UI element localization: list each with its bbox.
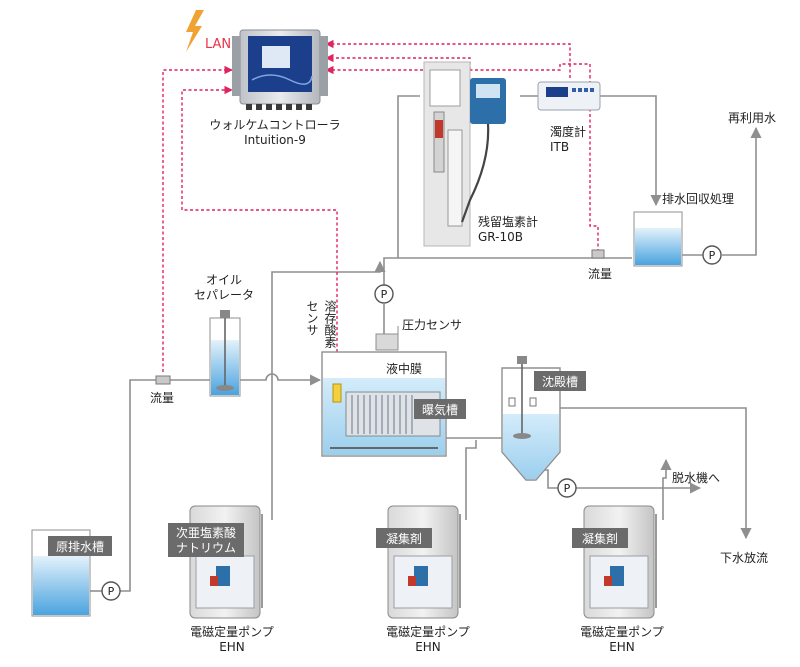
dosing-pump-2: 凝集剤 電磁定量ポンプ EHN — [376, 505, 470, 654]
permeate-pump-symbol: P — [381, 288, 388, 301]
oil-separator-line2: セパレータ — [194, 288, 254, 302]
recovery-pump[interactable]: P — [702, 245, 722, 265]
dosing-pump-1-caption: 電磁定量ポンプ — [190, 624, 274, 639]
signal-do-sensor — [181, 85, 338, 385]
pipe-flocculant-2 — [660, 458, 672, 520]
settling-tank: 沈殿槽 — [501, 356, 586, 481]
pressure-sensor: 圧力センサ — [375, 318, 462, 351]
aeration-tank-tag — [414, 399, 466, 419]
flow-meter-right: 流量 — [588, 249, 612, 281]
raw-water-pump-symbol: P — [108, 585, 115, 598]
controller-model: Intuition-9 — [244, 133, 306, 147]
dosing-pump-2-tag — [376, 528, 432, 548]
raw-water-tank: 原排水槽 — [31, 529, 112, 617]
signal-lines — [162, 39, 599, 385]
settling-pump[interactable]: P — [557, 478, 577, 498]
raw-water-tank-label: 原排水槽 — [56, 540, 104, 554]
permeate-pump[interactable]: P — [374, 284, 394, 304]
turbidity-model: ITB — [550, 140, 569, 154]
dehydrator-label: 脱水機へ — [672, 470, 720, 485]
recovery-label: 排水回収処理 — [662, 192, 734, 206]
settling-pump-symbol: P — [564, 482, 571, 495]
dosing-pump-1-tag-line2: ナトリウム — [176, 541, 236, 555]
chlorine-analyzer: 残留塩素計 GR-10B — [423, 61, 538, 247]
lan-indicator: LAN — [186, 10, 231, 52]
pipe-separator-to-aeration — [238, 373, 322, 386]
raw-water-tank-tag — [48, 536, 112, 556]
lan-label: LAN — [205, 37, 231, 52]
oil-separator-line1: オイル — [206, 273, 242, 287]
pipe-settling-to-sewer — [560, 407, 752, 540]
turbidity-meter: 濁度計 ITB — [537, 81, 601, 154]
dosing-pump-2-model: EHN — [415, 640, 441, 654]
dosing-pump-1-model: EHN — [219, 640, 245, 654]
pipe-permeate — [383, 95, 420, 285]
lightning-icon — [186, 10, 204, 52]
signal-chlorine — [325, 53, 471, 70]
dosing-pump-3-tag — [572, 528, 628, 548]
dosing-pump-3: 凝集剤 電磁定量ポンプ EHN — [572, 505, 664, 654]
signal-flow-right — [589, 78, 599, 252]
signal-itb — [325, 39, 571, 78]
oil-separator: オイル セパレータ — [194, 273, 254, 397]
pressure-sensor-label: 圧力センサ — [402, 318, 462, 332]
dosing-pump-3-tag-line1: 凝集剤 — [582, 531, 618, 546]
signal-flow-right-2 — [325, 63, 591, 78]
recovery-tank — [633, 211, 683, 267]
dosing-pump-1-tag-line1: 次亜塩素酸 — [176, 525, 236, 540]
dosing-pump-3-caption: 電磁定量ポンプ — [580, 624, 664, 639]
recovery-pump-symbol: P — [709, 249, 716, 262]
membrane-label: 液中膜 — [386, 361, 422, 376]
flow-left-label: 流量 — [150, 391, 174, 405]
aeration-tank-label: 曝気槽 — [422, 402, 458, 417]
signal-flow-left — [162, 65, 233, 372]
controller-name: ウォルケムコントローラ — [209, 118, 340, 132]
do-sensor — [332, 383, 342, 403]
do-sensor-col2: センサ — [305, 300, 319, 336]
controller-unit: ウォルケムコントローラ Intuition-9 — [209, 29, 341, 147]
dosing-pump-1: 次亜塩素酸 ナトリウム 電磁定量ポンプ EHN — [168, 505, 274, 654]
pipe-to-reuse — [722, 126, 762, 256]
chlorine-name: 残留塩素計 — [478, 214, 538, 229]
do-sensor-label: 溶存酸素 センサ — [305, 299, 337, 348]
pipe-hypochlorite — [271, 260, 386, 520]
sewer-label: 下水放流 — [720, 550, 768, 565]
chlorine-model: GR-10B — [478, 230, 523, 244]
turbidity-name: 濁度計 — [550, 124, 586, 139]
pipe-flocculant-1 — [465, 440, 477, 520]
dosing-pump-2-caption: 電磁定量ポンプ — [386, 624, 470, 639]
dosing-pump-3-model: EHN — [609, 640, 635, 654]
raw-water-pump[interactable]: P — [101, 581, 121, 601]
settling-tank-label: 沈殿槽 — [542, 374, 578, 389]
reuse-label: 再利用水 — [728, 111, 776, 125]
flow-right-label: 流量 — [588, 267, 612, 281]
dosing-pump-2-tag-line1: 凝集剤 — [386, 531, 422, 546]
do-sensor-col1: 溶存酸素 — [323, 299, 337, 348]
settling-tank-tag — [534, 371, 586, 391]
flow-meter-left: 流量 — [150, 375, 174, 405]
dosing-pump-1-tag — [168, 523, 244, 557]
aeration-tank: 液中膜 曝気槽 — [321, 351, 466, 457]
pipe-itb-to-recovery — [520, 95, 662, 207]
